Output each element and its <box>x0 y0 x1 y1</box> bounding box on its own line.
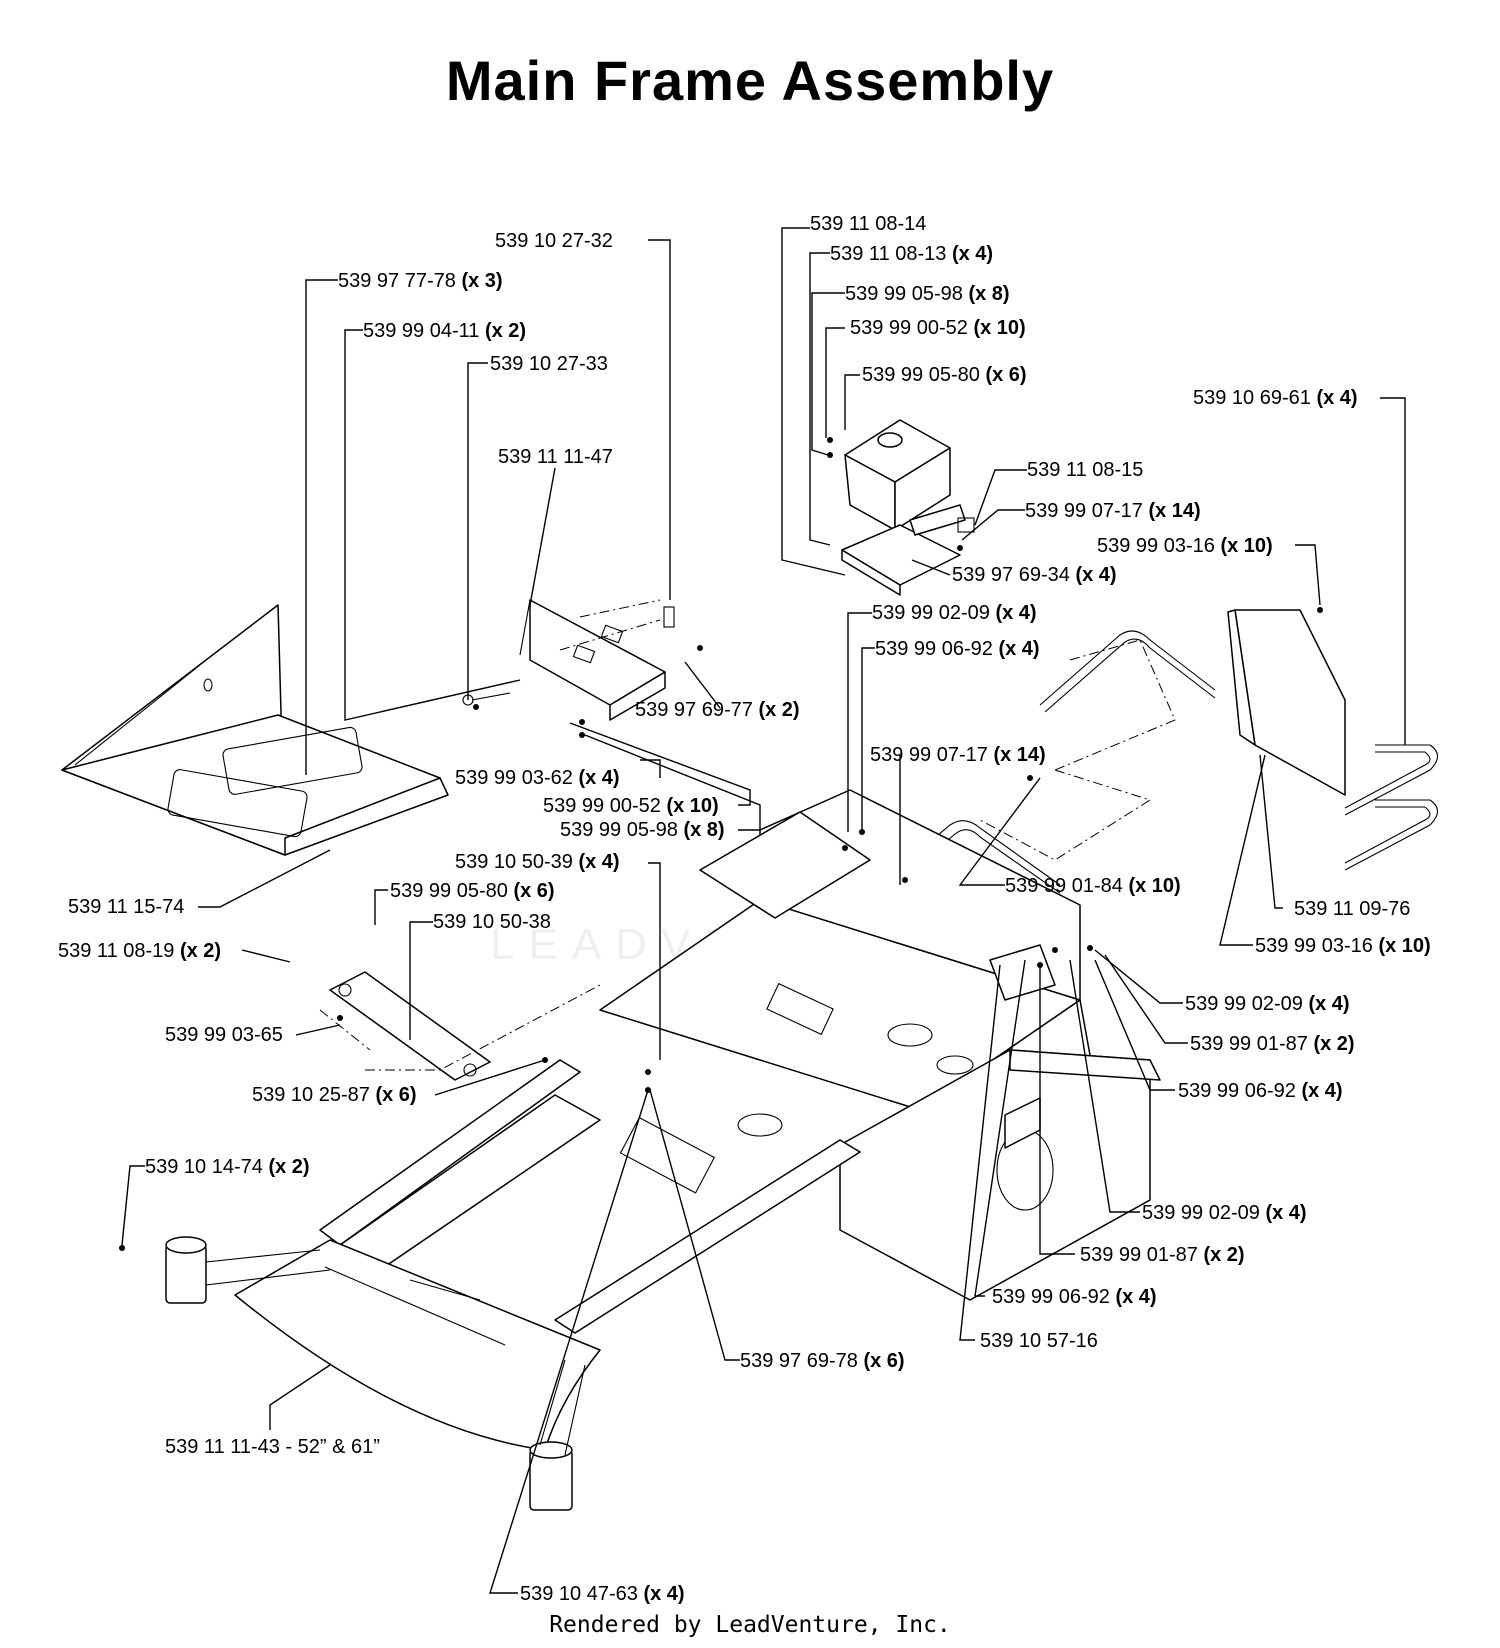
label-p41: 539 97 69-78 (x 6) <box>740 1350 905 1372</box>
label-p39: 539 99 06-92 (x 4) <box>992 1286 1157 1308</box>
label-p15: 539 97 69-34 (x 4) <box>952 564 1117 586</box>
footer-credit: Rendered by LeadVenture, Inc. <box>549 1612 951 1638</box>
label-p35: 539 99 06-92 (x 4) <box>1178 1080 1343 1102</box>
main-frame-part <box>599 789 1161 1301</box>
hardware-fasteners <box>119 437 1323 1251</box>
label-p21: 539 99 00-52 (x 10) <box>543 795 719 817</box>
floor-pan-part <box>61 604 449 856</box>
label-p12: 539 11 08-15 <box>1027 459 1143 481</box>
label-p7: 539 11 08-13 (x 4) <box>830 243 993 265</box>
label-p9: 539 99 00-52 (x 10) <box>850 317 1026 339</box>
label-p27: 539 11 09-76 <box>1294 898 1410 920</box>
label-p28: 539 10 50-38 <box>433 911 551 933</box>
label-p43: 539 10 47-63 (x 4) <box>520 1583 685 1605</box>
label-p29: 539 11 08-19 (x 2) <box>58 940 221 962</box>
label-p24: 539 99 01-84 (x 10) <box>1005 875 1181 897</box>
label-p26: 539 11 15-74 <box>68 896 184 918</box>
label-p38: 539 99 01-87 (x 2) <box>1080 1244 1245 1266</box>
label-p23: 539 10 50-39 (x 4) <box>455 851 620 873</box>
label-p31: 539 99 02-09 (x 4) <box>1185 993 1350 1015</box>
front-frame-part <box>234 1059 861 1451</box>
bracket-part <box>462 599 675 721</box>
label-p1: 539 10 27-32 <box>495 230 613 252</box>
label-p36: 539 10 14-74 (x 2) <box>145 1156 310 1178</box>
label-p18: 539 97 69-77 (x 2) <box>635 699 800 721</box>
label-p2: 539 97 77-78 (x 3) <box>338 270 503 292</box>
caster-tube-part <box>165 1236 586 1511</box>
label-p25: 539 99 05-80 (x 6) <box>390 880 555 902</box>
label-p4: 539 10 27-33 <box>490 353 608 375</box>
rops-hoop-part <box>874 630 1439 898</box>
label-p8: 539 99 05-98 (x 8) <box>845 283 1010 305</box>
part-labels: 539 10 27-32 539 97 77-78 (x 3) 539 99 0… <box>58 213 1431 1605</box>
label-p13: 539 99 07-17 (x 14) <box>1025 500 1201 522</box>
label-p37: 539 99 02-09 (x 4) <box>1142 1202 1307 1224</box>
assembly-centerlines <box>319 599 1176 1071</box>
label-p14: 539 99 03-16 (x 10) <box>1097 535 1273 557</box>
label-p16: 539 99 02-09 (x 4) <box>872 602 1037 624</box>
label-p30: 539 99 03-16 (x 10) <box>1255 935 1431 957</box>
label-p42: 539 11 11-43 - 52” & 61” <box>165 1436 380 1458</box>
reservoir-tank-part <box>841 419 975 596</box>
label-p11: 539 10 69-61 (x 4) <box>1193 387 1358 409</box>
label-p34: 539 10 25-87 (x 6) <box>252 1084 417 1106</box>
page-title: Main Frame Assembly <box>445 49 1055 112</box>
label-p22: 539 99 05-98 (x 8) <box>560 819 725 841</box>
label-p33: 539 99 01-87 (x 2) <box>1190 1033 1355 1055</box>
rear-plate-part <box>1227 609 1346 796</box>
label-p17: 539 99 06-92 (x 4) <box>875 638 1040 660</box>
label-p40: 539 10 57-16 <box>980 1330 1098 1352</box>
label-p5: 539 11 11-47 <box>498 446 613 468</box>
leader-lines <box>121 227 1406 1594</box>
label-p6: 539 11 08-14 <box>810 213 926 235</box>
label-p20: 539 99 03-62 (x 4) <box>455 767 620 789</box>
label-p32: 539 99 03-65 <box>165 1024 283 1046</box>
label-p3: 539 99 04-11 (x 2) <box>363 320 526 342</box>
parts-drawing <box>61 419 1439 1511</box>
label-p10: 539 99 05-80 (x 6) <box>862 364 1027 386</box>
label-p19: 539 99 07-17 (x 14) <box>870 744 1046 766</box>
